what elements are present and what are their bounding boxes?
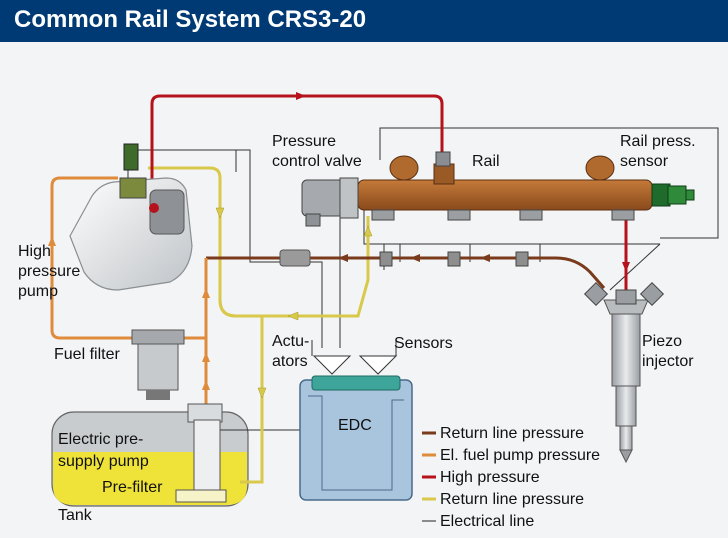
header-bar: Common Rail System CRS3-20	[0, 0, 728, 42]
legend-label: Return line pressure	[440, 491, 584, 508]
label-pressure-control-valve-2: control valve	[272, 153, 362, 170]
legend-label: Return line pressure	[440, 425, 584, 442]
label-electric-pump-2: supply pump	[58, 453, 149, 470]
page-title: Common Rail System CRS3-20	[14, 6, 367, 33]
edc-control-unit	[299, 375, 413, 501]
legend-label: El. fuel pump pressure	[440, 447, 600, 464]
return-line-yellow	[148, 166, 370, 484]
fuel-filter	[131, 329, 185, 400]
label-piezo-2: injector	[642, 353, 694, 370]
label-hp-pump-2: pressure	[18, 263, 80, 280]
label-rail-sensor-1: Rail press.	[620, 133, 696, 150]
fuel-pump-line-orange	[50, 176, 208, 410]
piezo-injector	[583, 281, 665, 464]
label-fuel-filter: Fuel filter	[54, 346, 120, 363]
flow-arrows	[48, 92, 630, 399]
legend-item-return-yellow: Return line pressure	[422, 491, 584, 508]
legend-label: High pressure	[440, 469, 540, 486]
label-hp-pump-3: pump	[18, 283, 58, 300]
high-pressure-pump	[69, 143, 193, 291]
return-line-fittings	[279, 249, 529, 267]
label-rail-sensor-2: sensor	[620, 153, 669, 170]
label-edc: EDC	[338, 417, 372, 434]
label-sensors: Sensors	[394, 335, 453, 352]
label-actuators-2: ators	[272, 353, 308, 370]
return-line-brown	[206, 256, 606, 289]
pressure-control-valve	[301, 177, 359, 227]
rail-pressure-sensor	[651, 183, 695, 207]
label-hp-pump-1: High	[18, 243, 51, 260]
label-electric-pump-1: Electric pre-	[58, 431, 143, 448]
label-piezo-1: Piezo	[642, 333, 682, 350]
label-tank: Tank	[58, 507, 93, 524]
label-pre-filter: Pre-filter	[102, 479, 163, 496]
legend-label: Electrical line	[440, 513, 534, 530]
common-rail	[357, 151, 653, 221]
signal-triangles	[311, 340, 398, 375]
legend-item-fuel-pump: El. fuel pump pressure	[422, 447, 600, 464]
legend-item-high-pressure: High pressure	[422, 469, 540, 486]
electric-presupply-pump	[175, 403, 227, 503]
label-pressure-control-valve-1: Pressure	[272, 133, 336, 150]
legend: Return line pressure El. fuel pump press…	[422, 425, 600, 530]
label-actuators-1: Actu-	[272, 333, 309, 350]
legend-item-return-brown: Return line pressure	[422, 425, 584, 442]
label-rail: Rail	[472, 153, 500, 170]
legend-item-electrical: Electrical line	[422, 513, 534, 530]
